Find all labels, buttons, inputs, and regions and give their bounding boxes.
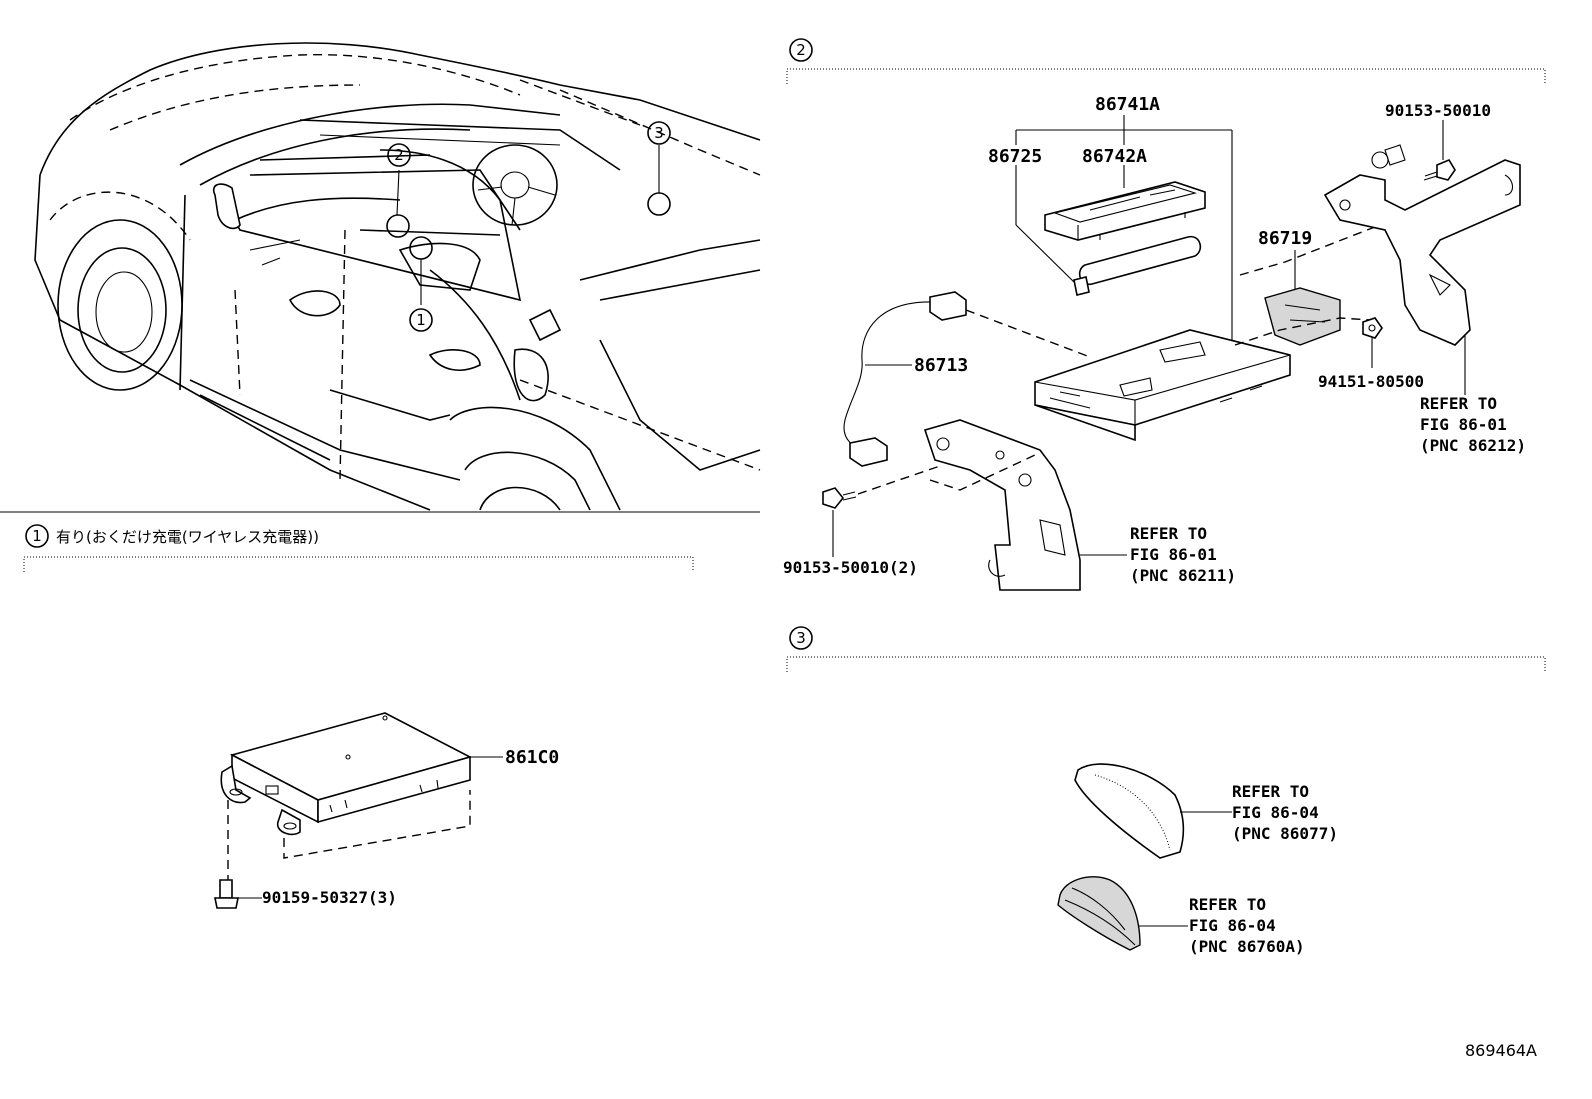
car-marker-1 (409, 308, 433, 332)
refer-86211-line3: (PNC 86211) (1130, 566, 1236, 585)
car-marker-1-label: 1 (416, 311, 426, 329)
refer-86212: REFER TO FIG 86-01 (PNC 86212) (1420, 394, 1526, 455)
label-90159-50327: 90159-50327(3) (262, 888, 397, 907)
refer-86760A-line2: FIG 86-04 (1189, 916, 1276, 935)
label-94151-80500: 94151-80500 (1318, 372, 1424, 391)
refer-86077-line2: FIG 86-04 (1232, 803, 1319, 822)
refer-86211-line1: REFER TO (1130, 524, 1207, 543)
section-1-title: 有り(おくだけ充電(ワイヤレス充電器)) (56, 528, 319, 546)
refer-86760A: REFER TO FIG 86-04 (PNC 86760A) (1189, 895, 1305, 956)
label-86713: 86713 (914, 355, 968, 376)
leaders-86741A (1015, 115, 1233, 345)
antenna-86077 (1074, 763, 1232, 859)
refer-86760A-line1: REFER TO (1189, 895, 1266, 914)
refer-86211: REFER TO FIG 86-01 (PNC 86211) (1130, 524, 1236, 585)
screw-90153-2 (822, 454, 1036, 557)
car-marker-2-label: 2 (394, 146, 404, 164)
refer-86212-line1: REFER TO (1420, 394, 1497, 413)
bracket-86211 (923, 419, 1127, 591)
label-861C0: 861C0 (505, 747, 559, 768)
refer-86760A-line3: (PNC 86760A) (1189, 937, 1305, 956)
car-illustration: 2 1 3 (0, 42, 761, 513)
refer-86212-line3: (PNC 86212) (1420, 436, 1526, 455)
car-marker-3-label: 3 (654, 124, 664, 142)
bracket-86212 (1323, 144, 1521, 395)
refer-86211-line2: FIG 86-01 (1130, 545, 1217, 564)
label-86719: 86719 (1258, 228, 1312, 249)
section-2-number: 2 (796, 41, 806, 59)
section-1-number: 1 (32, 527, 42, 545)
antenna-base-86760A (1057, 876, 1188, 951)
part-86725 (1073, 235, 1202, 296)
label-86725: 86725 (988, 146, 1042, 167)
nut-94151 (1362, 317, 1383, 368)
part-86742A (1044, 181, 1206, 241)
part-86741A-unit (1034, 329, 1291, 442)
refer-86077-line3: (PNC 86077) (1232, 824, 1338, 843)
section-1: 1 有り(おくだけ充電(ワイヤレス充電器)) (23, 524, 694, 572)
car-marker-2 (387, 143, 411, 167)
label-90153-50010: 90153-50010 (1385, 101, 1491, 120)
section-3-number: 3 (796, 629, 806, 647)
label-86741A: 86741A (1095, 94, 1160, 115)
section-3: 3 (786, 626, 1546, 672)
part-86713 (843, 291, 1091, 467)
label-86742A: 86742A (1082, 146, 1147, 167)
screw-90153 (1423, 120, 1456, 181)
section-3-marker (789, 626, 813, 650)
car-marker-3 (647, 121, 671, 145)
section-2: 2 (786, 38, 1546, 84)
module-861C0 (214, 712, 503, 909)
label-90153-50010-2: 90153-50010(2) (783, 558, 918, 577)
refer-86077: REFER TO FIG 86-04 (PNC 86077) (1232, 782, 1338, 843)
section-2-marker (789, 38, 813, 62)
figure-id: 869464A (1465, 1041, 1537, 1060)
part-86719 (1234, 224, 1381, 346)
refer-86212-line2: FIG 86-01 (1420, 415, 1507, 434)
section-1-marker (25, 524, 49, 548)
refer-86077-line1: REFER TO (1232, 782, 1309, 801)
